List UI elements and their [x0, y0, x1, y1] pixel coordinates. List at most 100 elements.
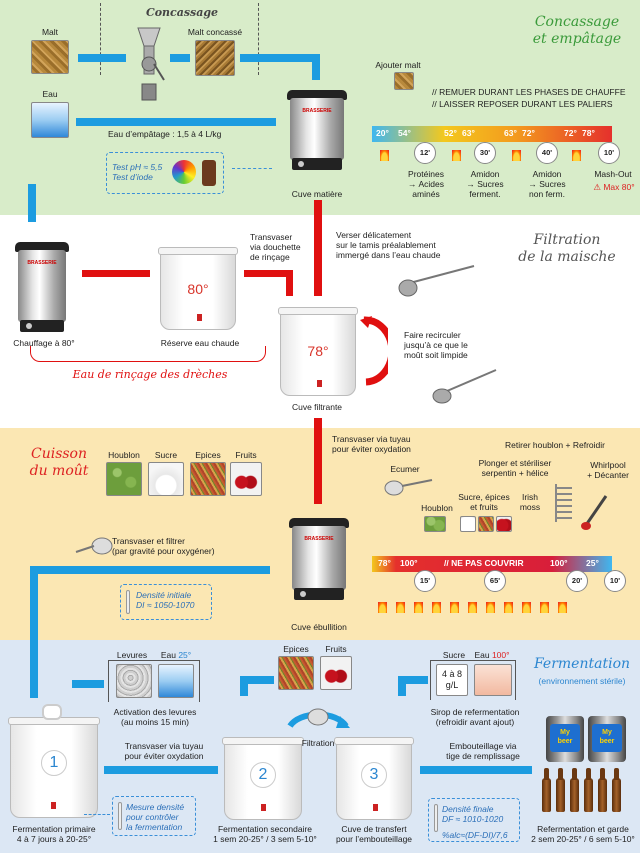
clock-icon: 12'	[414, 142, 436, 164]
divider-left	[100, 3, 101, 75]
malt-label: Malt	[41, 27, 59, 37]
filtration-label: Filtration	[301, 738, 335, 748]
transfer-tank-bucket: 3	[334, 737, 414, 820]
arrow-mill-to-crushed	[170, 54, 190, 62]
alcohol-formula: %alc≈(DF-DI)/7,6	[442, 830, 508, 840]
arrow-syrup-to-transfer	[398, 676, 428, 684]
note-stir: // REMUER DURANT LES PHASES DE CHAUFFE	[432, 87, 626, 97]
section-title-fermentation: Fermentation	[533, 656, 631, 672]
airlock-icon	[42, 704, 62, 720]
arrow-tank-to-filter	[314, 200, 322, 296]
malt-image	[31, 40, 69, 74]
malt-crushed-image	[195, 40, 235, 76]
arrow-kettle-to-reserve	[82, 270, 150, 277]
section-title-boil: Cuisson du moût	[29, 446, 89, 479]
temp-72a: 72°	[522, 128, 535, 138]
add-malt-image	[394, 72, 414, 90]
arrow-to-bottling	[420, 766, 532, 774]
arrow-filter-to-boil	[314, 418, 322, 504]
beer-bottle	[598, 768, 607, 812]
cuve-filtrante-label: Cuve filtrante	[291, 402, 343, 412]
skim-label: Ecumer	[390, 464, 420, 474]
syrup-label: Sirop de refermentation (refroidir avant…	[430, 707, 520, 727]
temp-72b: 72°	[564, 128, 577, 138]
flame-icon	[450, 602, 459, 613]
flame-icon	[486, 602, 495, 613]
spices-ferm-image	[278, 656, 314, 690]
water-label: Eau	[42, 89, 58, 99]
step-non-fermentable: Amidon → Sucres non ferm.	[528, 169, 566, 199]
yeast-bracket	[108, 660, 200, 702]
sugar-ferm-label: Sucre	[442, 650, 466, 660]
flame-icon	[396, 602, 405, 613]
water-yeast-label: Eau 25°	[160, 650, 192, 660]
final-density-label: Densité finale DF ≈ 1010-1020	[442, 804, 504, 824]
cuve-ebullition-label: Cuve ébullition	[291, 622, 347, 632]
hot-water-reserve-bucket: 80°	[158, 247, 238, 330]
irish-moss-label: Irish moss	[519, 492, 541, 512]
temp-63a: 63°	[462, 128, 475, 138]
rinse-bracket	[30, 346, 266, 362]
clock-icon: 30'	[474, 142, 496, 164]
ph-chart-icon	[172, 160, 196, 184]
mash-tun-kettle: BRASSERIE	[284, 88, 350, 170]
section-title-filtration: Filtration de la maische	[518, 232, 616, 265]
arrow-down-to-transfer	[398, 676, 406, 696]
arrow-down-to-tank	[312, 54, 320, 80]
beer-bottle	[542, 768, 551, 812]
fermentation-note: (environnement stérile)	[538, 676, 626, 686]
arrow-malt-to-mill	[78, 54, 126, 62]
transfer-hose-label: Transvaser via tuyau pour éviter oxydati…	[124, 741, 204, 761]
arrow-down-to-fermenter	[30, 566, 38, 698]
pour-label: Verser délicatement sur le tamis préalab…	[336, 230, 441, 260]
flame-icon	[378, 602, 387, 613]
heating-kettle: BRASSERIE	[12, 240, 72, 332]
strainer-icon	[307, 708, 329, 726]
measure-label: Mesure densité pour contrôler la ferment…	[126, 802, 185, 832]
max-temp-warning: ⚠ Max 80°	[593, 182, 635, 192]
lauter-tun-bucket: 78°	[278, 307, 358, 396]
final-density-box	[428, 798, 520, 842]
ingredient-spices-label: Epices	[195, 450, 221, 460]
temp-54: 54°	[398, 128, 411, 138]
mash-water-label: Eau d’empâtage : 1,5 à 4 L/kg	[108, 129, 222, 139]
ladle-icon	[398, 265, 475, 297]
filter-transfer-label: Transvaser et filtrer (par gravité pour …	[112, 536, 215, 556]
section-title-mashing: Concassage et empâtage	[532, 14, 622, 47]
temp-20: 20°	[376, 128, 389, 138]
dashed-arrow-test	[232, 168, 272, 169]
boil-temp-100b: 100°	[550, 558, 568, 568]
initial-density-label: Densité initiale DI ≈ 1050-1070	[136, 590, 195, 610]
boil-transfer-label: Transvaser via tuyau pour éviter oxydati…	[332, 434, 411, 454]
garde-label: Refermentation et garde 2 sem 20-25° / 6…	[531, 824, 635, 844]
arrow-boil-to-fermenter	[30, 566, 270, 574]
arrow-crushed-to-tank	[240, 54, 320, 62]
whirlpool-label: Whirlpool + Décanter	[587, 460, 629, 480]
grain-mill-icon	[137, 27, 165, 101]
step-mashout: Mash-Out	[594, 169, 632, 179]
spices-add-image	[478, 516, 494, 532]
clock-icon: 10'	[598, 142, 620, 164]
sugar-image	[148, 462, 184, 496]
heating-label: Chauffage à 80°	[13, 338, 75, 348]
hops-image	[106, 462, 142, 496]
primary-label: Fermentation primaire 4 à 7 jours à 20-2…	[12, 824, 96, 844]
fruits-add-image	[496, 516, 512, 532]
divider-right	[258, 3, 259, 75]
boil-temp-78: 78°	[378, 558, 391, 568]
temp-52: 52°	[444, 128, 457, 138]
clock-icon: 20'	[566, 570, 588, 592]
chiller-coil-icon	[555, 484, 572, 522]
iodine-bottle-icon	[202, 160, 216, 186]
flame-icon	[380, 150, 389, 161]
no-cover-note: // NE PAS COUVRIR	[444, 558, 524, 568]
fruits-ferm-image	[320, 656, 352, 690]
arrow-primary-to-secondary	[104, 766, 218, 774]
temp-63b: 63°	[504, 128, 517, 138]
hydrometer-icon	[434, 804, 438, 832]
rinse-water-label: Eau de rinçage des drèches	[72, 368, 228, 381]
activation-label: Activation des levures (au moins 15 min)	[113, 707, 197, 727]
spices-image	[190, 462, 226, 496]
add-malt-label: Ajouter malt	[375, 60, 421, 70]
